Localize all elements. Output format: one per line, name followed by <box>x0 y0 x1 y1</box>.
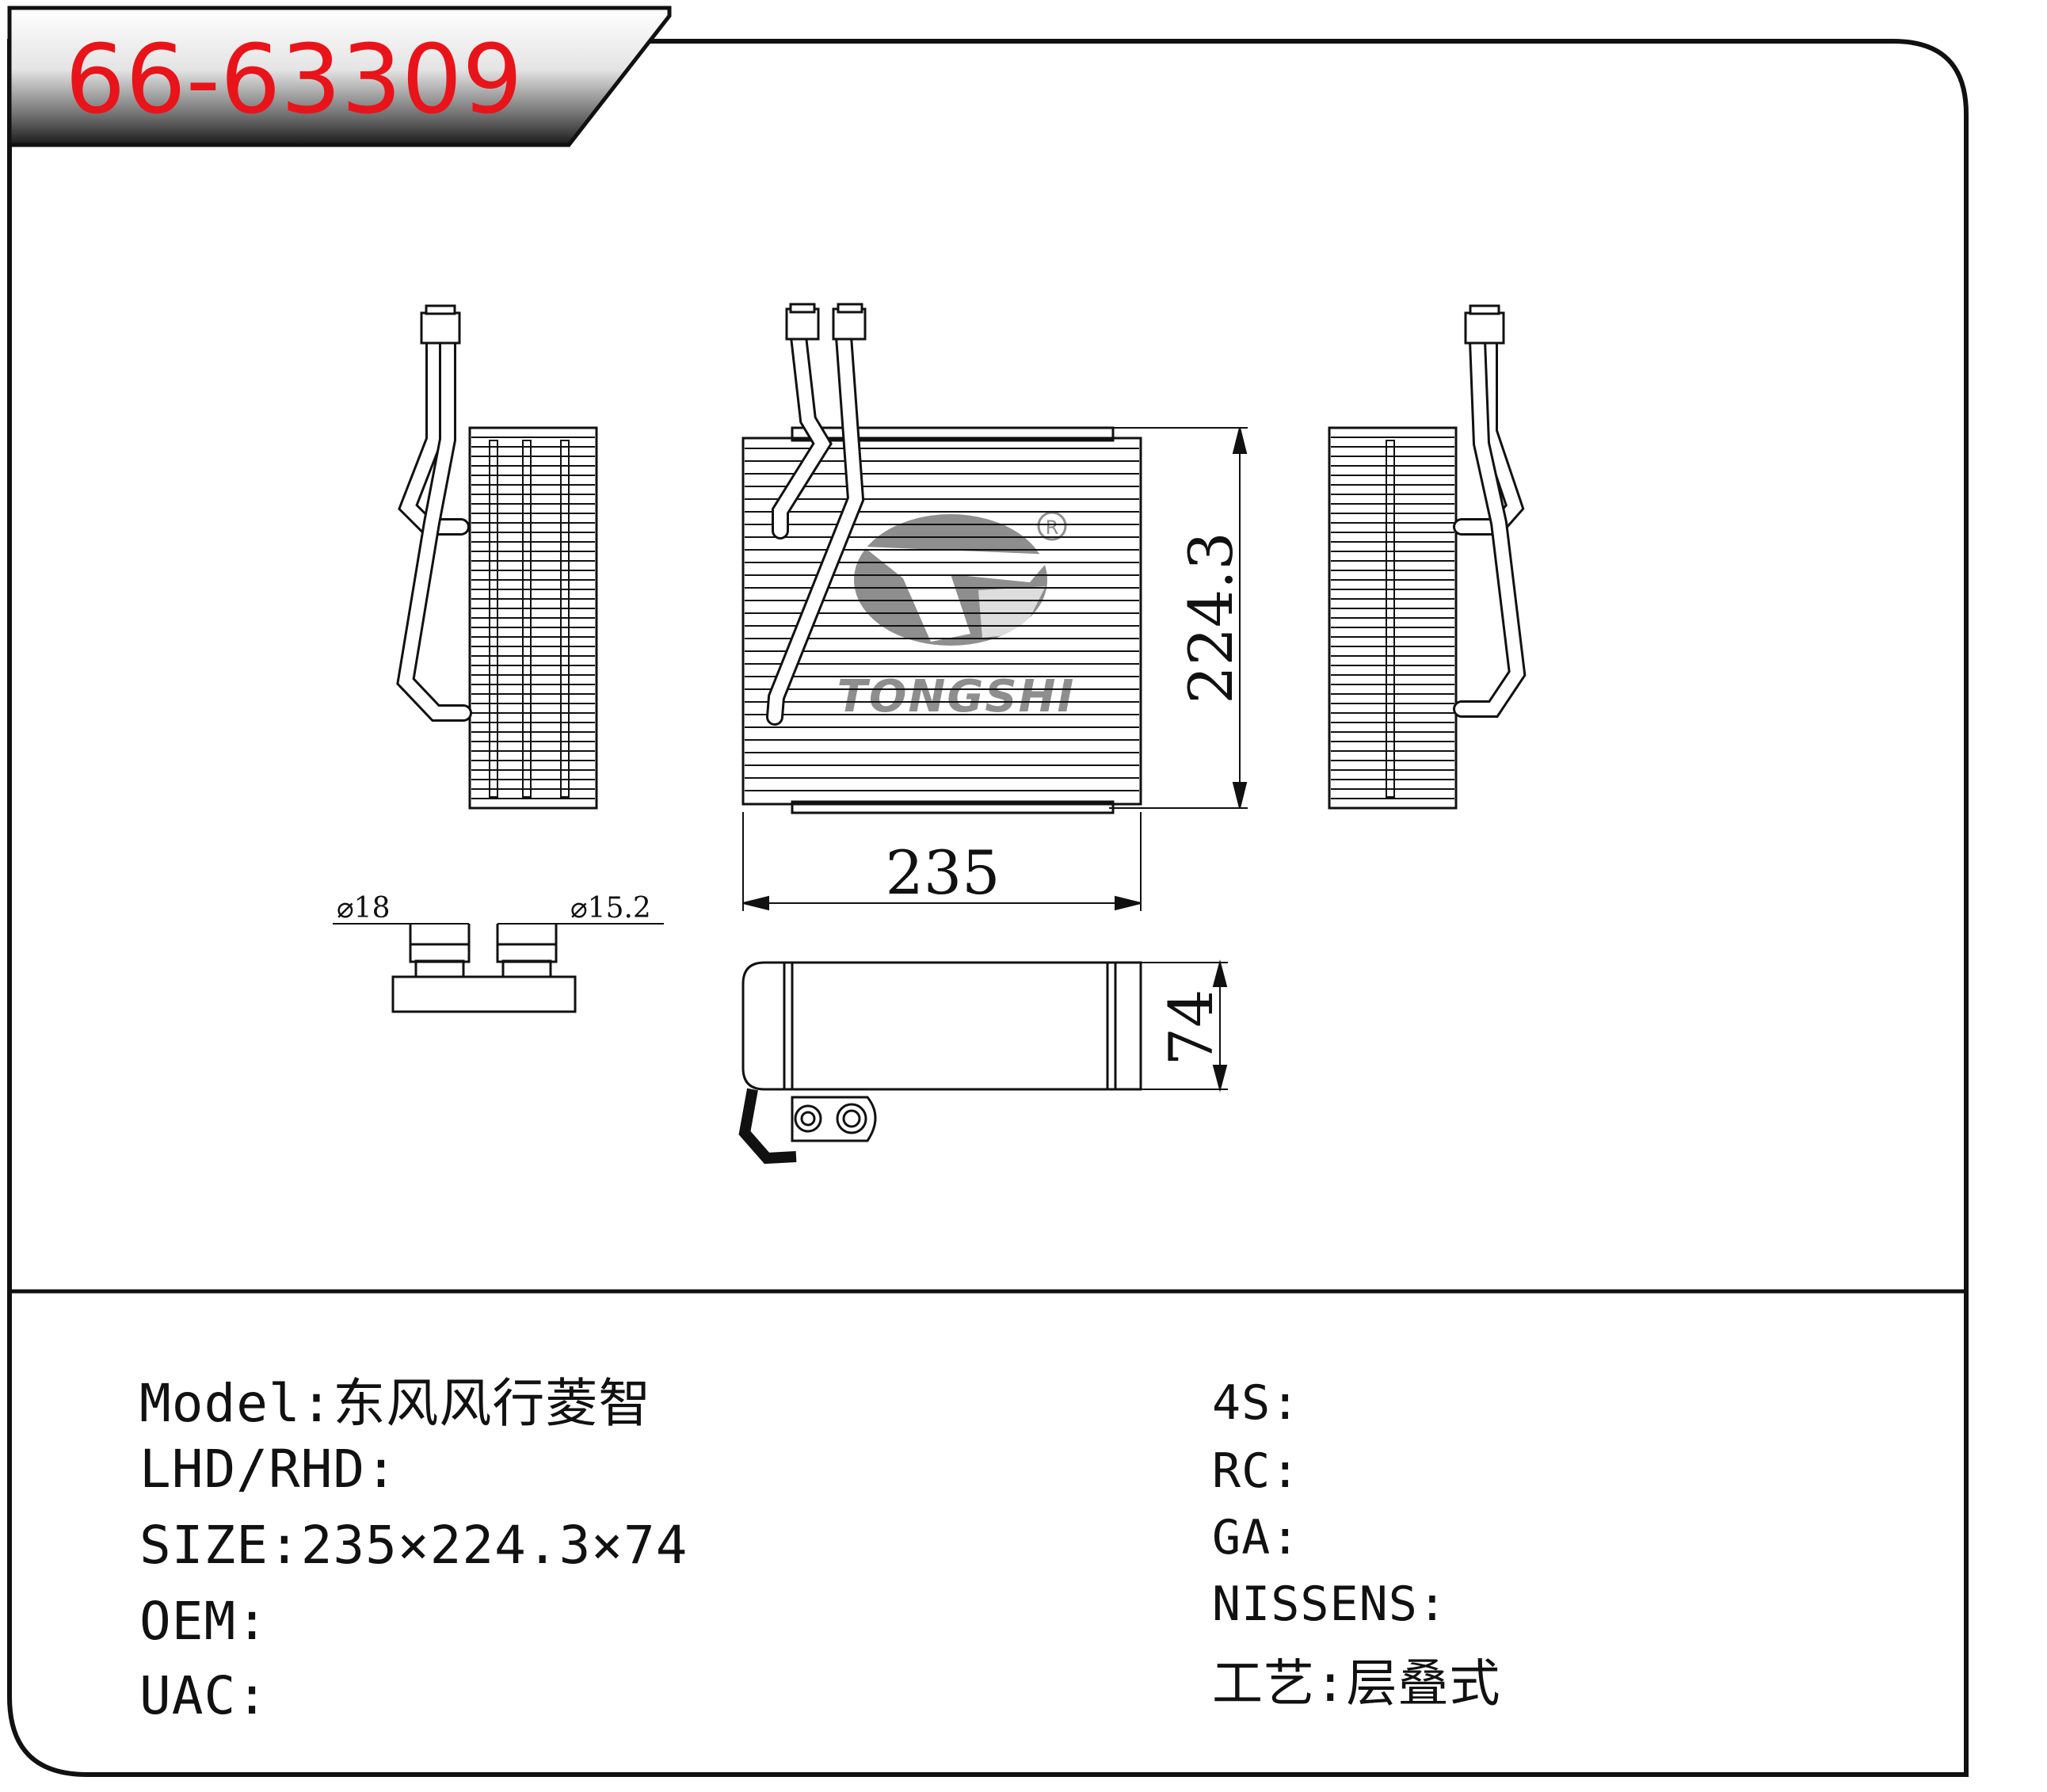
left-side-view <box>396 304 598 810</box>
spec-row-ga: GA: <box>1212 1510 1301 1565</box>
dim-height: 224.3 <box>1176 532 1246 704</box>
core-body <box>741 437 1142 806</box>
spec-row-nissens: NISSENS: <box>1212 1577 1447 1632</box>
pipe-diameter-15-2: ⌀15.2 <box>570 892 651 925</box>
svg-text:R: R <box>1046 517 1059 539</box>
spec-row-lhd-rhd: LHD/RHD: <box>139 1439 398 1500</box>
right-side-view <box>1328 304 1527 810</box>
spec-row-oem: OEM: <box>139 1591 269 1652</box>
tongshi-logo: R TONGSHI <box>837 511 1073 723</box>
dimension-lines <box>742 427 1248 1092</box>
pipe-diameter-18: ⌀18 <box>337 892 390 925</box>
spec-row-4s: 4S: <box>1212 1375 1301 1431</box>
spec-row-rc: RC: <box>1212 1443 1301 1499</box>
top-view <box>738 961 1142 1165</box>
spec-row-process: 工艺:层叠式 <box>1212 1655 1501 1714</box>
spec-row-uac: UAC: <box>139 1665 269 1726</box>
spec-row-size: SIZE:235×224.3×74 <box>139 1515 688 1576</box>
dim-depth: 74 <box>1156 989 1226 1066</box>
spec-row-model: Model:东风风行菱智 <box>139 1373 652 1434</box>
sheet-frame <box>7 39 1969 1777</box>
part-number: 66-63309 <box>65 25 523 135</box>
header-tab: 66-63309 <box>7 6 672 147</box>
flange-detail <box>333 923 664 1013</box>
dim-width: 235 <box>885 837 1000 908</box>
